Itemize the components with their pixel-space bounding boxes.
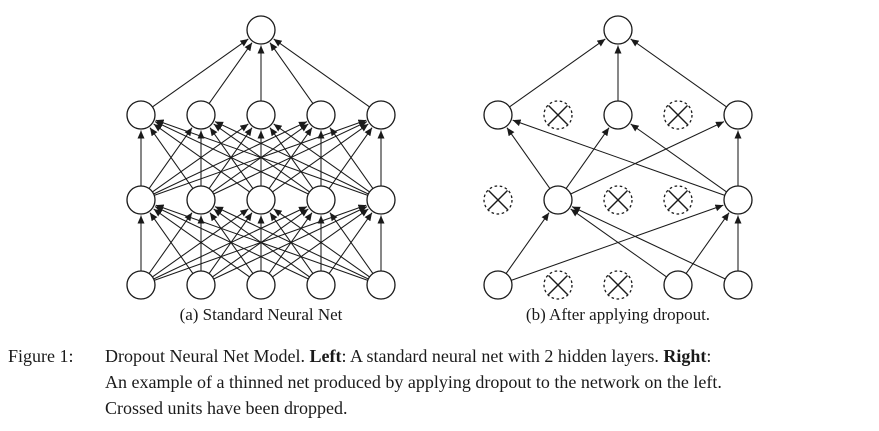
neuron-node [723,270,753,300]
neuron-node [603,100,633,130]
connection-arrow [155,204,368,281]
neuron-node [663,270,693,300]
connection-arrow [571,206,726,280]
caption-bold-text: Right [663,346,707,366]
connection-arrow [152,38,249,108]
neuron-node [246,270,276,300]
connection-arrow [512,119,725,196]
neuron-node [306,185,336,215]
standard-net-diagram [126,15,396,300]
connection-arrow [149,127,194,189]
neuron-node [126,185,156,215]
dropped-neuron-node [483,185,513,215]
connection-arrow [153,123,250,193]
connection-arrow [272,123,369,193]
dropped-neuron-node [543,100,573,130]
subcaption-b: (b) After applying dropout. [525,305,711,324]
figure-caption: Figure 1: Dropout Neural Net Model. Left… [0,343,879,421]
caption-line: Dropout Neural Net Model. Left: A standa… [105,343,869,369]
subcaption-a: (a) Standard Neural Net [179,305,343,324]
connection-arrow [273,123,370,193]
dropped-neuron-node [663,100,693,130]
connection-arrow [272,208,369,278]
panel-standard-net: (a) Standard Neural Net [111,4,411,325]
caption-line: An example of a thinned net produced by … [105,369,869,395]
connection-arrow [269,42,314,104]
caption-label: Figure 1: [8,346,74,366]
connection-arrow [154,206,309,280]
neuron-node [246,15,276,45]
connection-arrow [208,127,253,189]
connection-arrow [505,212,550,274]
panel-dropout-net: (b) After applying dropout. [468,4,768,325]
connection-arrow [630,123,727,193]
caption-text: Crossed units have been dropped. [105,398,348,418]
connection-arrow [148,212,193,274]
neuron-node [366,185,396,215]
neuron-node [543,185,573,215]
neuron-node [723,185,753,215]
caption-body: Dropout Neural Net Model. Left: A standa… [105,343,869,421]
connection-arrow [511,204,724,281]
caption-line: Crossed units have been dropped. [105,395,869,421]
neuron-node [186,100,216,130]
connection-arrow [685,212,730,274]
neuron-node [186,185,216,215]
connection-arrow [214,121,369,195]
connection-arrow [273,38,370,108]
connection-arrow [273,208,370,278]
connection-arrow [570,208,667,278]
dropped-neuron-node [543,270,573,300]
connection-arrow [212,123,309,193]
caption-text: An example of a thinned net produced by … [105,372,722,392]
neuron-node [246,185,276,215]
neurons [126,15,396,300]
connection-arrow [155,119,368,196]
connection-arrow [153,208,250,278]
connection-arrow [154,121,309,195]
connection-arrow [329,127,374,189]
connection-arrow [152,208,249,278]
neuron-node [366,100,396,130]
neuron-node [366,270,396,300]
caption-text: Dropout Neural Net Model. [105,346,310,366]
dropped-neuron-node [663,185,693,215]
caption-text: : A standard neural net with 2 hidden la… [341,346,664,366]
connection-arrow [509,38,606,108]
neuron-node [306,270,336,300]
caption-text: : [706,346,712,366]
neuron-node [186,270,216,300]
neuron-node [126,270,156,300]
connections [137,38,385,281]
dropout-net-diagram [483,15,753,300]
neuron-node [126,100,156,130]
connection-arrow [208,42,253,104]
dropped-neuron-node [603,185,633,215]
connection-arrow [214,206,369,280]
diagram-row: (a) Standard Neural Net (b) After applyi… [111,4,768,325]
connection-arrow [148,127,193,189]
neurons [483,15,753,300]
connection-arrow [152,123,249,193]
neuron-node [246,100,276,130]
neuron-node [483,100,513,130]
connection-arrow [149,212,194,274]
neuron-node [306,100,336,130]
neuron-node [723,100,753,130]
caption-bold-text: Left [309,346,342,366]
connection-arrow [570,121,725,195]
connection-arrow [212,208,309,278]
connection-arrow [329,212,374,274]
connection-arrow [506,127,551,189]
neuron-node [603,15,633,45]
dropped-neuron-node [603,270,633,300]
connection-arrow [630,38,727,108]
connection-arrow [565,127,610,189]
connection-arrow [208,212,253,274]
neuron-node [483,270,513,300]
connections [505,38,742,281]
